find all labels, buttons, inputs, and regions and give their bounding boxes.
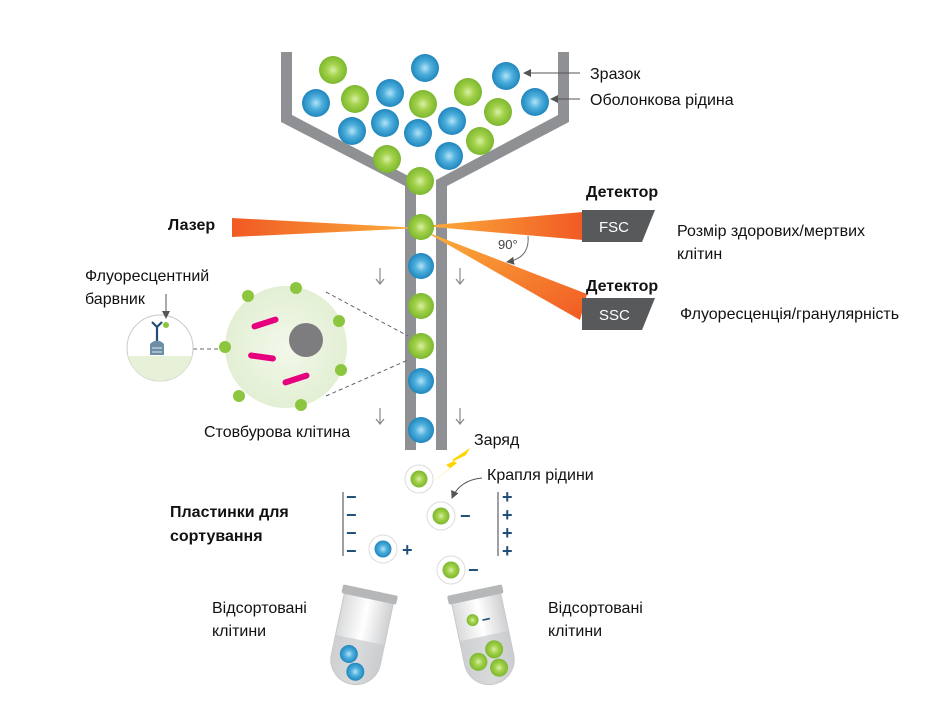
fsc-detector-label: Детектор [586, 184, 659, 201]
blue-cell [438, 107, 466, 135]
sorted-cells-right-line2: клітини [548, 623, 603, 640]
stem-cell-zoom [219, 282, 347, 411]
svg-text:−: − [346, 541, 357, 561]
angle-label: 90° [498, 237, 518, 252]
tube-charge: − [480, 611, 492, 629]
blue-cell [408, 417, 434, 443]
charge-label: Заряд [474, 432, 520, 449]
green-cell [408, 293, 434, 319]
green-cell [466, 127, 494, 155]
sheath-fluid-label: Оболонкова рідина [590, 92, 734, 109]
blue-cell [371, 109, 399, 137]
green-cell [490, 658, 509, 677]
sorted-cells-left-line2: клітини [212, 623, 267, 640]
plate-charges: − − − − + + + + − + − [346, 487, 513, 580]
svg-text:+: + [502, 487, 513, 507]
blue-cell [339, 644, 358, 663]
droplet-pointer [451, 477, 483, 499]
droplets [368, 464, 466, 585]
surface-marker [219, 341, 231, 353]
ssc-detector: SSC [582, 298, 655, 330]
green-cell [454, 78, 482, 106]
stem-cell-label: Стовбурова клітина [204, 424, 351, 441]
zoom-lines [193, 291, 409, 397]
lightning-bolt-icon [430, 448, 470, 484]
green-cell [469, 652, 488, 671]
sorted-cells-left-line1: Відсортовані [212, 600, 307, 617]
marker-bar [251, 316, 279, 330]
dye-label-line2: барвник [85, 291, 145, 308]
droplet-charge: + [402, 540, 413, 560]
blue-cell [435, 142, 463, 170]
laser-label: Лазер [168, 217, 216, 234]
fsc-badge-label: FSC [599, 219, 629, 236]
green-cell [485, 640, 504, 659]
droplet-charge: − [468, 560, 479, 580]
fluorescence-granularity-label: Флуоресценція/гранулярність [680, 306, 900, 323]
droplet-label: Крапля рідини [487, 467, 594, 484]
size-label-line2: клітин [677, 246, 723, 263]
surface-marker [290, 282, 302, 294]
blue-cell [411, 54, 439, 82]
sorting-plates-label-line1: Пластинки для [170, 504, 289, 521]
left-tube [330, 584, 398, 686]
ssc-badge-label: SSC [599, 307, 630, 324]
marker-bar [248, 352, 276, 362]
green-cell [409, 90, 437, 118]
funnel-cells [302, 54, 549, 195]
dye-label-line1: Флуоресцентний [85, 268, 210, 285]
flow-arrows [375, 268, 465, 425]
green-cell [408, 214, 434, 240]
svg-text:+: + [502, 523, 513, 543]
blue-cell [302, 89, 330, 117]
stem-cell-body [225, 286, 347, 408]
svg-text:+: + [502, 505, 513, 525]
green-cell [319, 56, 347, 84]
size-label-line1: Розмір здорових/мертвих [677, 223, 866, 240]
sorted-cells-right-line1: Відсортовані [548, 600, 643, 617]
blue-cell [346, 662, 365, 681]
ssc-beam [424, 231, 587, 320]
fsc-beam [422, 212, 583, 240]
surface-marker [335, 364, 347, 376]
surface-marker [242, 290, 254, 302]
blue-cell [492, 62, 520, 90]
surface-marker [333, 315, 345, 327]
green-cell [341, 85, 369, 113]
droplet-charge: − [460, 506, 471, 526]
svg-text:−: − [346, 505, 357, 525]
laser-beam [232, 218, 420, 237]
channel-cells [408, 214, 434, 443]
green-droplet-cell [432, 507, 450, 525]
blue-cell [338, 117, 366, 145]
green-cell [373, 145, 401, 173]
blue-cell [404, 119, 432, 147]
marker-bar [282, 372, 310, 386]
angle-arc [506, 235, 529, 265]
green-droplet-cell [410, 470, 428, 488]
green-droplet-cell [442, 561, 460, 579]
surface-marker [233, 390, 245, 402]
green-cell [406, 167, 434, 195]
antibody-icon [150, 321, 169, 355]
right-tube: − [447, 584, 515, 686]
blue-cell [408, 368, 434, 394]
green-cell [408, 333, 434, 359]
svg-text:−: − [346, 487, 357, 507]
surface-marker [295, 399, 307, 411]
blue-cell [521, 88, 549, 116]
svg-text:+: + [502, 541, 513, 561]
svg-text:−: − [346, 523, 357, 543]
green-cell [466, 614, 479, 627]
stem-cell-nucleus [289, 323, 323, 357]
blue-cell [376, 79, 404, 107]
blue-cell [408, 253, 434, 279]
blue-droplet-cell [374, 540, 392, 558]
sorting-plates-label-line2: сортування [170, 528, 263, 545]
green-cell [484, 98, 512, 126]
fsc-detector: FSC [582, 210, 655, 242]
sample-label: Зразок [590, 66, 641, 83]
ssc-detector-label: Детектор [586, 278, 659, 295]
